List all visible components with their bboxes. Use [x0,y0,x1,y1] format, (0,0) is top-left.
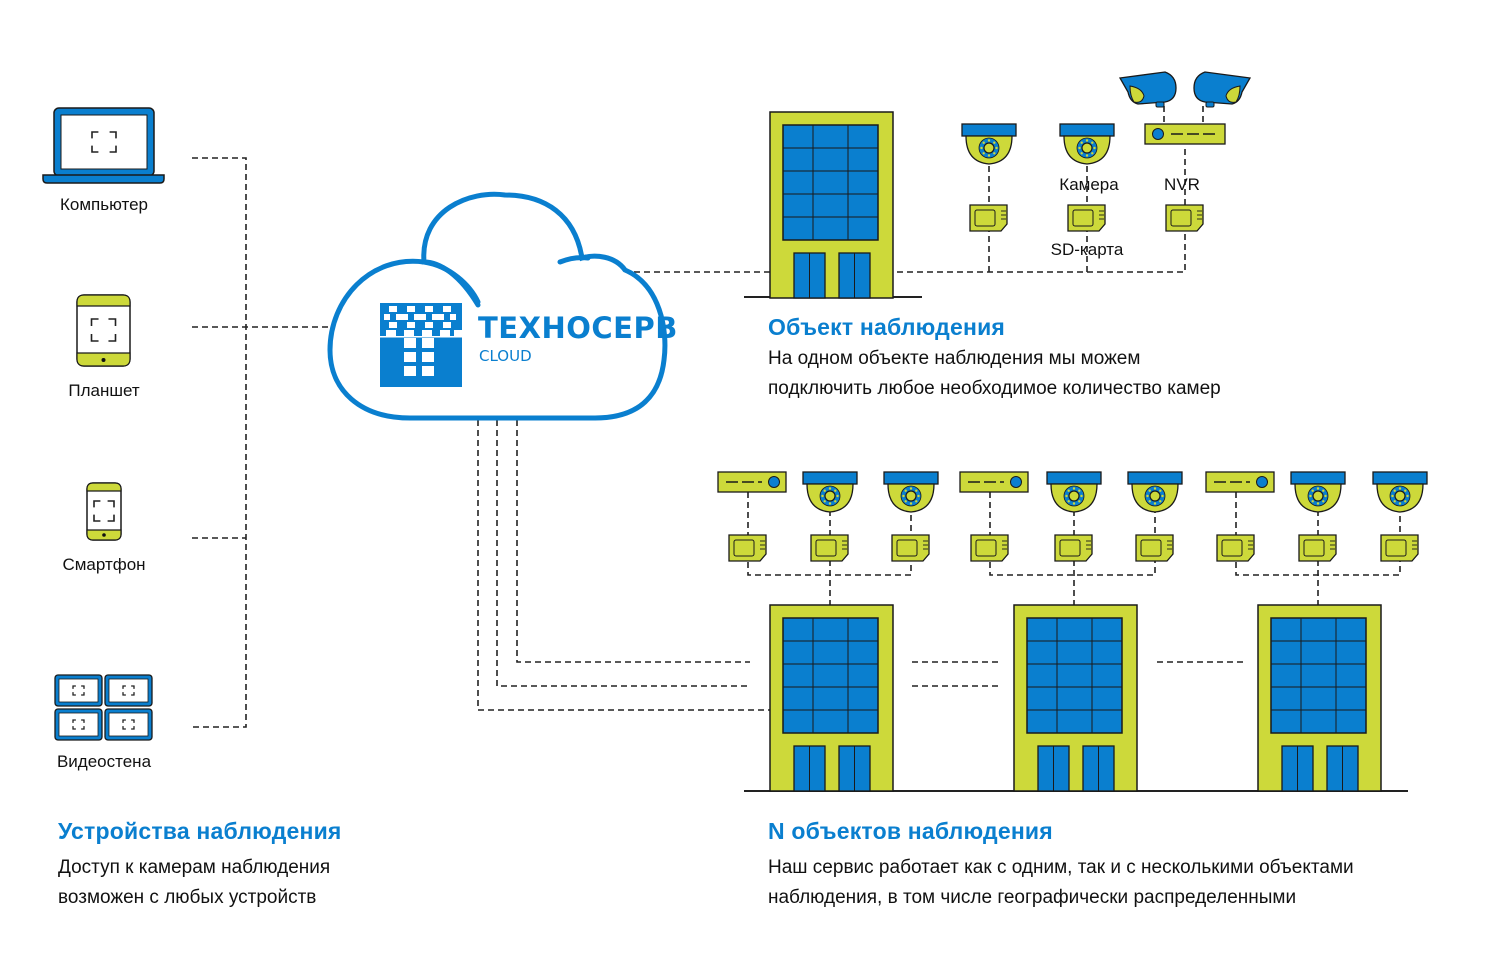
bullet-camera-icon [1193,71,1252,108]
multi-object-desc-line-1: Наш сервис работает как с одним, так и с… [768,857,1354,878]
video-wall-screen [104,674,153,707]
focus-frame-icon [91,131,117,153]
video-wall-icon [54,674,153,741]
sd-card-label: SD-карта [1050,240,1124,259]
door-icon [838,252,871,299]
focus-frame-icon [72,685,85,696]
single-object-building [769,111,894,299]
door-icon [1037,745,1070,792]
bullet-camera-icon [1118,71,1177,108]
dome-camera-icon [1372,471,1428,513]
device-label-computer: Компьютер [60,195,148,214]
door-icon [1082,745,1115,792]
icons [42,71,1428,792]
dome-camera-icon [1127,471,1183,513]
nvr-recorder-icon [1205,471,1275,493]
site-2-building [1013,604,1138,792]
multi-object-title: N объектов наблюдения [768,818,1053,844]
brand-name: ТЕХНОСЕРВ [478,311,678,345]
single-object-desc-line-1: На одном объекте наблюдения мы можем [768,348,1141,369]
smartphone-icon [86,482,122,541]
site-1-building [769,604,894,792]
nvr-recorder-icon [959,471,1029,493]
door-icon [793,745,826,792]
single-object-title: Объект наблюдения [768,314,1006,340]
devices-desc-line-1: Доступ к камерам наблюдения [58,857,331,878]
device-label-tablet: Планшет [68,381,140,400]
sd-card-icon [970,534,1009,562]
laptop-icon [42,107,165,184]
dome-camera-icon [1046,471,1102,513]
sd-card-icon [1054,534,1093,562]
focus-frame-icon [122,685,135,696]
multi-object-desc-line-2: наблюдения, в том числе географически ра… [768,887,1297,908]
sd-card-icon [891,534,930,562]
sd-card-icon [810,534,849,562]
cloud-site-1-connector [477,420,770,711]
device-label-smartphone: Смартфон [62,555,146,574]
sd-card-icon [1380,534,1419,562]
focus-frame-icon [122,719,135,730]
video-wall-screen [104,708,153,741]
single-object-bus [897,230,1186,273]
door-icon [793,252,826,299]
camera-label: Камера [1059,175,1119,194]
dome-camera-icon [802,471,858,513]
brand-sub: CLOUD [479,347,532,365]
devices-bus-connector [192,157,247,728]
devices-desc-line-2: возможен с любых устройств [58,887,317,908]
sd-card-icon [728,534,767,562]
single-object-desc-line-2: подключить любое необходимое количество … [768,378,1221,399]
cloud-site-3-connector [516,420,750,663]
sd-card-icon [1165,204,1204,232]
devices-title: Устройства наблюдения [58,818,342,844]
focus-frame-icon [90,318,117,342]
dome-camera-icon [1059,123,1115,165]
dome-camera-icon [1290,471,1346,513]
dome-camera-icon [961,123,1017,165]
video-wall-screen [54,674,103,707]
video-wall-screen [54,708,103,741]
door-icon [1326,745,1359,792]
technoserv-logo-icon [380,303,464,387]
sd-card-icon [1135,534,1174,562]
cloud-icon [327,191,668,421]
door-icon [1281,745,1314,792]
site-3-building [1257,604,1382,792]
door-icon [838,745,871,792]
focus-frame-icon [93,500,115,522]
device-label-video-wall: Видеостена [56,752,152,771]
nvr-recorder-icon [1144,123,1226,145]
focus-frame-icon [72,719,85,730]
sd-card-icon [1298,534,1337,562]
tablet-icon [76,294,131,367]
nvr-label: NVR [1164,175,1200,194]
dome-camera-icon [883,471,939,513]
sd-card-icon [969,204,1008,232]
sd-card-icon [1216,534,1255,562]
sd-card-icon [1067,204,1106,232]
nvr-recorder-icon [717,471,787,493]
cloud-site-2-connector [496,420,750,687]
